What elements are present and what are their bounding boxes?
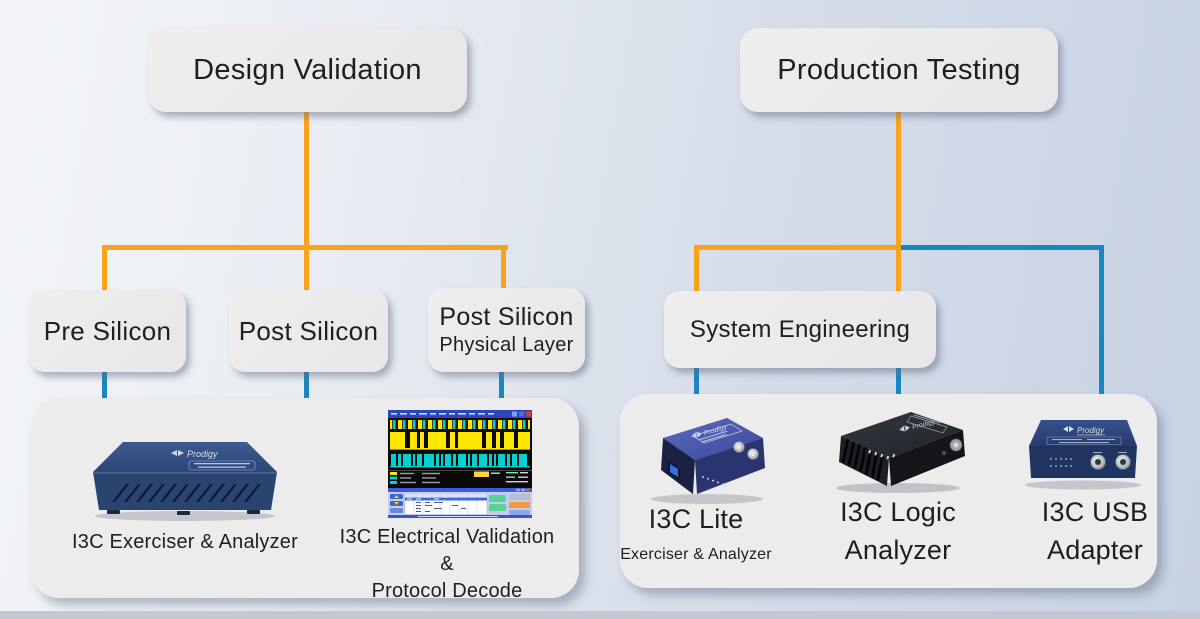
label-i3c-logic-analyzer: I3C Logic Analyzer	[798, 493, 998, 569]
node-production-testing: Production Testing	[740, 28, 1058, 112]
label-logic-line2: Analyzer	[844, 535, 952, 565]
i3c-logic-analyzer-device-image: Prodigy	[836, 412, 965, 493]
node-production-testing-label: Production Testing	[777, 53, 1021, 86]
label-i3c-exerciser-analyzer: I3C Exerciser & Analyzer	[72, 531, 298, 553]
connector-to-system-engineering-left	[694, 245, 699, 291]
i3c-exerciser-analyzer-image: Prodigy	[93, 442, 277, 521]
connector-to-post-silicon-pl	[501, 245, 506, 290]
connector-pt-branch-horizontal	[694, 245, 901, 250]
connector-to-post-silicon	[304, 245, 309, 290]
connector-se-to-panel-right	[896, 368, 901, 394]
connector-dv-trunk	[304, 112, 309, 250]
electrical-validation-screenshot-image	[388, 410, 532, 518]
label-usb-line1: I3C USB	[1041, 497, 1149, 527]
node-pre-silicon: Pre Silicon	[29, 290, 186, 372]
node-post-silicon-physical-layer: Post Silicon Physical Layer	[428, 288, 585, 372]
label-logic-line1: I3C Logic	[840, 497, 956, 527]
i3c-usb-adapter-device-image: Prodigy	[1025, 420, 1141, 490]
node-system-engineering-label: System Engineering	[689, 315, 911, 343]
node-post-silicon: Post Silicon	[229, 290, 388, 372]
node-system-engineering: System Engineering	[664, 291, 936, 368]
connector-pre-silicon-to-panel	[102, 368, 107, 398]
node-post-silicon-label: Post Silicon	[238, 315, 379, 346]
connector-usb-adapter-drop	[1099, 245, 1104, 394]
connector-to-pre-silicon	[102, 245, 107, 290]
node-post-silicon-physical-line1: Post Silicon	[439, 303, 574, 331]
label-usb-line2: Adapter	[1047, 535, 1143, 565]
label-electrical-line2: Protocol Decode	[371, 580, 523, 602]
connector-pt-branch-horizontal-blue	[901, 245, 1104, 250]
connector-pt-trunk	[896, 112, 901, 291]
node-post-silicon-physical-line2: Physical Layer	[439, 334, 574, 356]
label-i3c-electrical-validation: I3C Electrical Validation & Protocol Dec…	[332, 524, 562, 605]
label-lite-subtitle: Exerciser & Analyzer	[620, 546, 772, 563]
node-design-validation-label: Design Validation	[193, 53, 422, 86]
bottom-edge-strip	[0, 611, 1200, 619]
label-lite-title: I3C Lite	[648, 504, 744, 534]
label-i3c-usb-adapter: I3C USB Adapter	[995, 493, 1195, 569]
usb-logo-text: Prodigy	[1077, 426, 1105, 435]
device1-logo-text: Prodigy	[187, 449, 218, 459]
connector-post-silicon-pl-to-panel	[499, 368, 504, 398]
i3c-lite-device-image: Prodigy	[651, 418, 765, 504]
label-electrical-line1: I3C Electrical Validation &	[339, 526, 555, 575]
node-pre-silicon-label: Pre Silicon	[43, 315, 172, 346]
connector-se-to-panel-left	[694, 368, 699, 394]
label-i3c-lite: I3C Lite Exerciser & Analyzer	[616, 500, 776, 566]
connector-post-silicon-to-panel	[304, 368, 309, 398]
node-design-validation: Design Validation	[148, 28, 467, 112]
